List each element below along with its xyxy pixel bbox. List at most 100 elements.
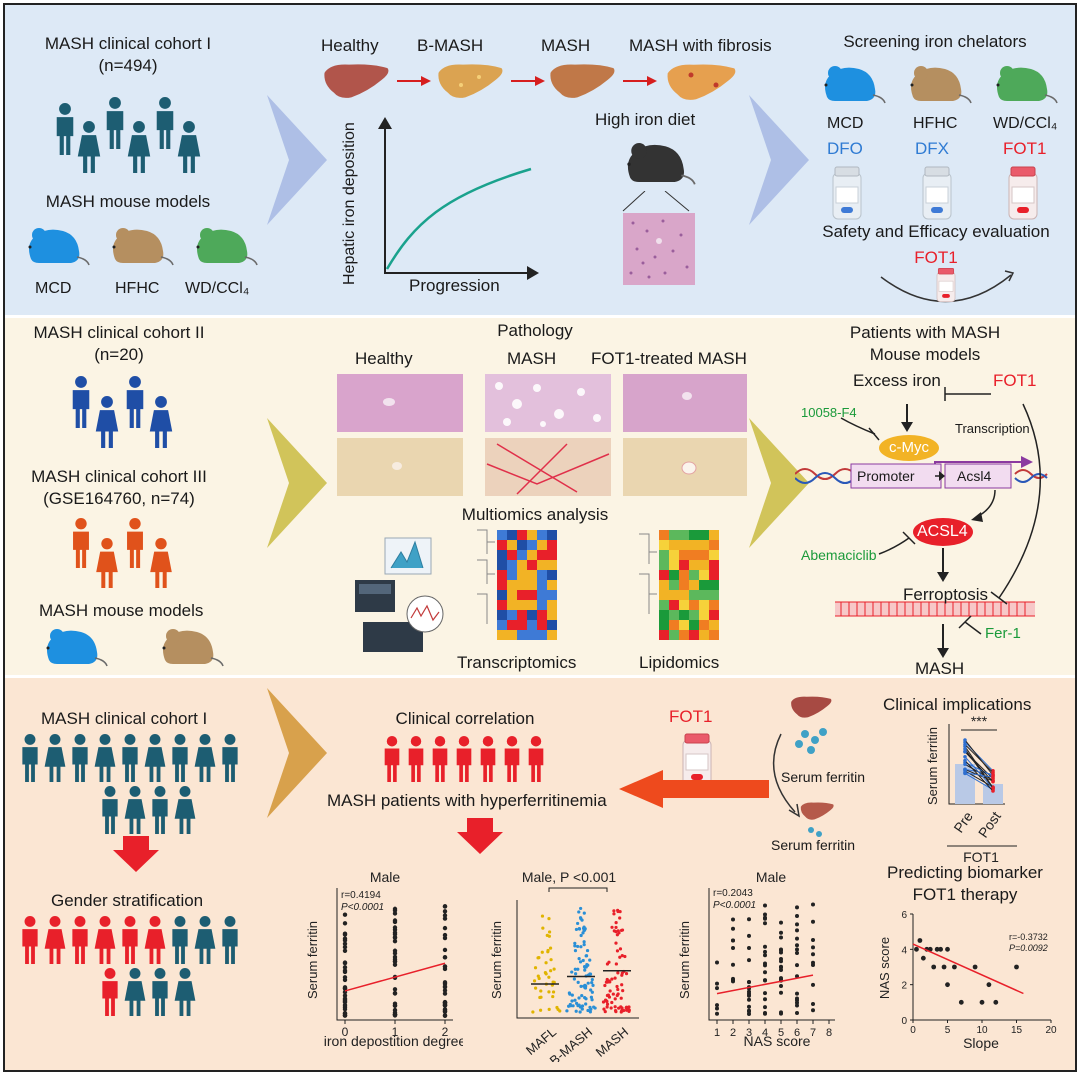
heatmap-cell	[699, 550, 709, 560]
data-point	[584, 1002, 588, 1006]
data-point	[574, 1009, 578, 1013]
heatmap-cell	[517, 590, 527, 600]
promoter-label: Promoter	[857, 468, 915, 484]
data-point	[601, 1000, 606, 1004]
x-axis-label: NAS score	[744, 1033, 811, 1049]
heatmap-cell	[699, 600, 709, 610]
cohort1-title: MASH clinical cohort I	[44, 34, 212, 53]
heatmap-cell	[547, 600, 557, 610]
heatmap-cell	[709, 530, 719, 540]
x-tick-label: 0	[342, 1025, 349, 1039]
screen-label-mcd: MCD	[827, 115, 864, 132]
data-point	[623, 954, 627, 959]
data-point	[934, 946, 940, 952]
x-tick-label: 5	[778, 1027, 784, 1039]
fot1-label: FOT1	[914, 248, 958, 267]
data-point	[342, 912, 348, 917]
data-point	[442, 904, 448, 909]
data-point	[577, 956, 581, 961]
data-point	[731, 917, 735, 922]
data-point	[763, 953, 767, 958]
gender-stratification-label: Gender stratification	[51, 891, 204, 910]
data-point	[442, 955, 448, 960]
data-point	[548, 946, 553, 950]
data-point	[549, 969, 553, 973]
data-point	[605, 1002, 610, 1006]
data-point	[747, 933, 751, 938]
mech-fot1: FOT1	[993, 371, 1037, 390]
data-point	[392, 990, 398, 996]
data-point	[392, 935, 398, 940]
data-point	[715, 1003, 719, 1008]
data-point	[342, 965, 348, 970]
data-point	[747, 917, 751, 922]
data-point	[763, 991, 767, 996]
data-point	[442, 1013, 448, 1018]
y-tick-label: 2	[901, 981, 907, 992]
data-point	[811, 962, 815, 967]
heatmap-cell	[537, 620, 547, 630]
data-point	[565, 1009, 569, 1013]
data-point	[811, 938, 815, 943]
annotation-p: P=0.0092	[1009, 943, 1048, 953]
serum-ferritin-label-2: Serum ferritin	[771, 837, 856, 853]
data-point	[607, 995, 612, 999]
data-point	[573, 948, 578, 953]
data-point	[715, 960, 719, 965]
data-point	[342, 948, 348, 954]
cohort2-n: (n=20)	[94, 345, 144, 364]
data-point	[963, 758, 967, 763]
paired-line	[964, 756, 994, 789]
man-icon	[222, 916, 238, 964]
dendrogram	[477, 529, 495, 624]
data-point	[342, 936, 348, 941]
heatmap-cell	[537, 560, 547, 570]
dendrogram	[639, 533, 657, 614]
man-icon	[122, 916, 138, 964]
data-point	[945, 946, 950, 952]
x-tick-label: 2	[730, 1027, 736, 1039]
ferroptosis-label: Ferroptosis	[903, 585, 989, 604]
mouse-label-hfhc: HFHC	[115, 280, 160, 297]
data-point	[991, 775, 995, 779]
data-point	[442, 947, 448, 953]
inhibitor-10058f4: 10058-F4	[801, 405, 857, 420]
people-icon-group	[56, 97, 201, 173]
heatmap-cell	[679, 630, 689, 640]
data-point	[747, 1009, 751, 1014]
data-point	[586, 981, 590, 985]
data-point	[392, 906, 398, 912]
paired-line	[964, 760, 994, 792]
heatmap-cell	[699, 560, 709, 570]
heatmap-cell	[699, 630, 709, 640]
data-point	[392, 1003, 398, 1008]
data-point	[392, 962, 398, 967]
data-point	[342, 986, 348, 991]
heatmap-cell	[547, 540, 557, 550]
heatmap-cell	[689, 620, 699, 630]
heatmap-cell	[547, 560, 557, 570]
data-point	[963, 747, 967, 751]
data-point	[618, 955, 622, 959]
fot1-label-3: FOT1	[669, 707, 713, 726]
data-point	[616, 971, 620, 975]
heatmap-cell	[709, 550, 719, 560]
heatmap-cell	[709, 570, 719, 580]
data-point	[570, 999, 574, 1003]
data-point	[795, 996, 799, 1001]
heatmap-cell	[507, 620, 517, 630]
woman-icon	[44, 734, 66, 782]
heatmap-cell	[547, 590, 557, 600]
data-point	[731, 976, 735, 981]
data-point	[795, 1011, 799, 1016]
data-point	[583, 968, 587, 972]
chart-title: Male	[756, 870, 787, 885]
data-point	[392, 925, 398, 930]
liver-progression	[324, 64, 736, 100]
panel-discovery: MASH clinical cohort I (n=494) MASH mous…	[5, 5, 1075, 315]
data-point	[442, 980, 448, 985]
y-tick-label: 0	[901, 1016, 907, 1027]
data-point	[576, 980, 580, 984]
data-point	[588, 1010, 592, 1014]
man-icon	[222, 734, 238, 782]
